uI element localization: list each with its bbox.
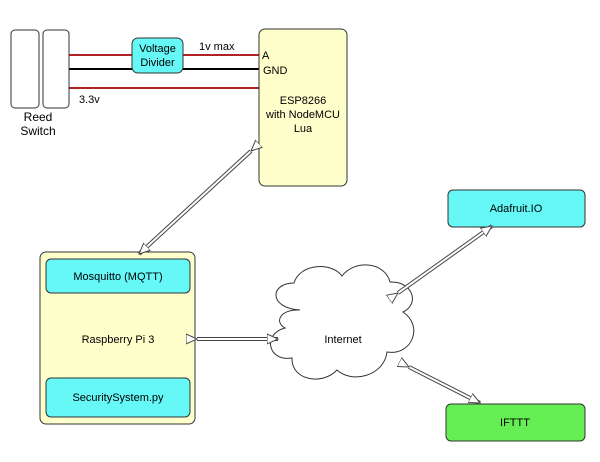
signal-wire-label: 1v max (199, 41, 235, 53)
esp8266-label-line2: with NodeMCU (265, 109, 340, 121)
voltage-divider: Voltage Divider (131, 37, 184, 74)
adafruit-io-label: Adafruit.IO (490, 203, 543, 215)
esp8266-pin-gnd-label: GND (263, 65, 288, 77)
cloud-shape (270, 264, 415, 380)
adafruit-io: Adafruit.IO (447, 189, 586, 228)
adafruit-io-box (447, 189, 586, 228)
esp8266-label-line3: Lua (294, 123, 313, 135)
ifttt: IFTTT (445, 403, 586, 442)
esp8266-pin-a-label: A (262, 50, 270, 62)
supply-wire-label: 3.3v (79, 94, 100, 106)
esp8266-box (258, 28, 348, 187)
arrow-internet-to-adafruit (398, 224, 494, 293)
ifttt-box (445, 403, 586, 442)
voltage-divider-label-line1: Voltage (139, 43, 176, 55)
reed-switch-left-bar (10, 29, 40, 109)
connection-arrows (137, 151, 494, 405)
internet-label: Internet (324, 334, 361, 346)
esp8266-label-line1: ESP8266 (280, 95, 326, 107)
mosquitto-box (45, 258, 191, 294)
security-system-box (45, 377, 191, 418)
voltage-divider-label-line2: Divider (140, 57, 175, 69)
security-system-label: SecuritySystem.py (72, 392, 164, 404)
internet-cloud: Internet (270, 264, 415, 380)
arrow-internet-to-ifttt (409, 367, 480, 405)
arrow-esp8266-to-raspberry-pi (137, 151, 251, 256)
raspberry-pi-label: Raspberry Pi 3 (82, 334, 155, 346)
mosquitto-label: Mosquitto (MQTT) (73, 271, 162, 283)
ifttt-label: IFTTT (500, 417, 530, 429)
reed-switch-right-bar (42, 29, 70, 109)
esp8266-board: A GND ESP8266 with NodeMCU Lua (258, 28, 348, 187)
raspberry-pi: Mosquitto (MQTT) Raspberry Pi 3 Security… (39, 251, 196, 425)
voltage-divider-box (131, 37, 184, 74)
reed-switch: Reed Switch (10, 29, 70, 138)
reed-switch-label-line2: Switch (20, 124, 55, 138)
reed-switch-label-line1: Reed (24, 110, 53, 124)
